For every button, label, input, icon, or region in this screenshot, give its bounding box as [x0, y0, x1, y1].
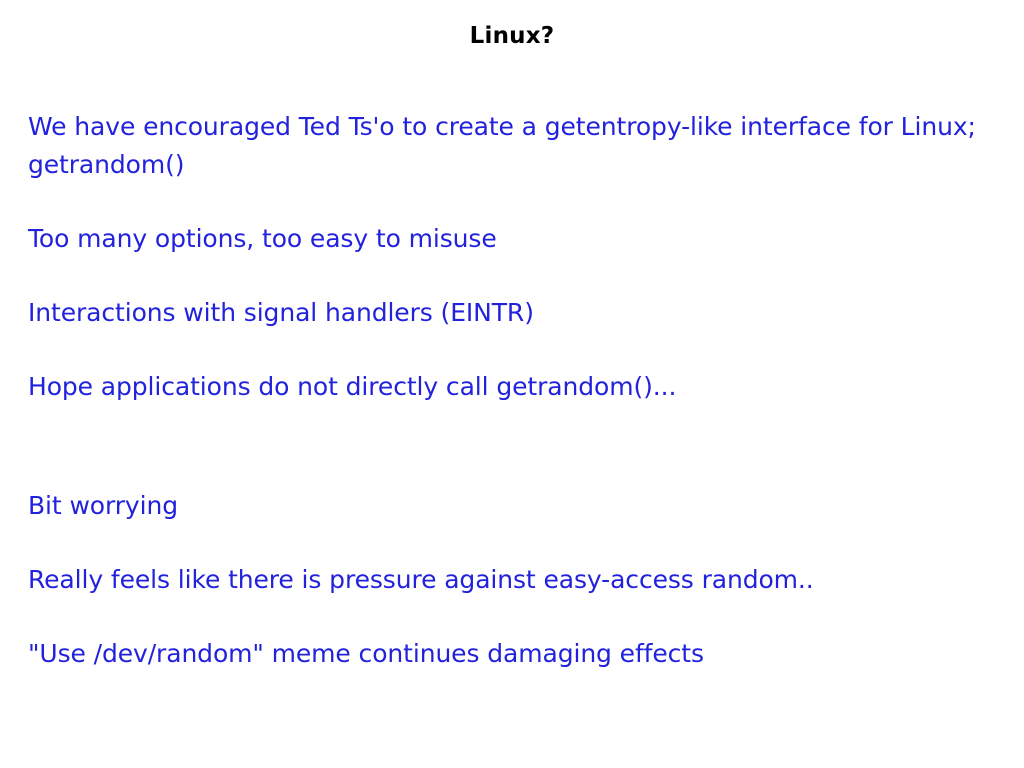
slide-body: We have encouraged Ted Ts'o to create a …: [28, 108, 996, 673]
body-paragraph-hope-applications: Hope applications do not directly call g…: [28, 372, 677, 401]
body-paragraph-signal-handlers: Interactions with signal handlers (EINTR…: [28, 298, 534, 327]
body-paragraph-bit-worrying: Bit worrying: [28, 491, 178, 520]
body-paragraph-pressure-against: Really feels like there is pressure agai…: [28, 565, 814, 594]
body-paragraph-getrandom-intro: We have encouraged Ted Ts'o to create a …: [28, 112, 984, 179]
body-paragraph-dev-random-meme: "Use /dev/random" meme continues damagin…: [28, 639, 704, 668]
body-paragraph-too-many-options: Too many options, too easy to misuse: [28, 224, 497, 253]
page-title: Linux?: [469, 23, 555, 49]
